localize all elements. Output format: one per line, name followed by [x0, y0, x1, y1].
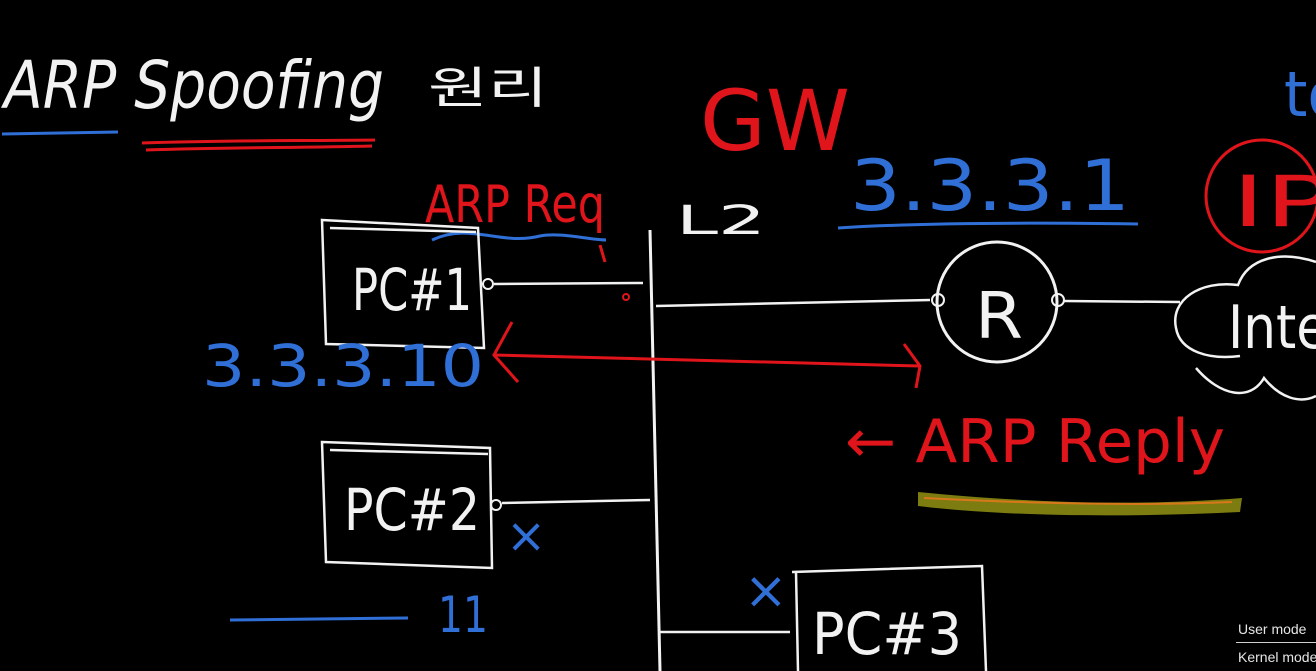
switch-port-dot: [622, 293, 630, 301]
partial-ip-label: IP: [1232, 161, 1316, 243]
arp-reply-label: ← ARP Reply: [845, 407, 1225, 477]
router-circle: [935, 240, 1059, 364]
title-underline-blue: [1, 130, 119, 136]
arp-request-tick: [598, 244, 607, 263]
pc2-ip-line: [229, 616, 409, 622]
pc3-group: PC#3 ×: [660, 561, 988, 671]
pc2-ip-fragment: 11: [438, 586, 488, 644]
pc2-port: [490, 499, 502, 511]
partial-ip-group: IP to: [1204, 58, 1316, 254]
internet-cloud: [1173, 255, 1316, 401]
partial-ip-circle: [1204, 138, 1316, 254]
router-port-right: [1051, 293, 1065, 307]
arp-request-underline: [431, 231, 607, 242]
router-internet-link: [1063, 299, 1181, 304]
spoof-arrow-head-right: [902, 343, 922, 389]
arp-reply-group: ← ARP Reply: [845, 407, 1242, 516]
arp-request-group: ARP Req: [425, 175, 607, 263]
pc1-ip: 3.3.3.10: [202, 332, 484, 400]
pc1-port: [482, 278, 494, 290]
title-group: ARP Spoofing 원리: [1, 47, 548, 152]
spoof-arrow-head-left: [492, 321, 520, 383]
pc1-link: [493, 281, 644, 286]
pc2-label: PC#2: [344, 476, 480, 544]
gateway-label: GW: [700, 72, 850, 170]
router-label: R: [975, 280, 1023, 354]
arp-reply-orange-line: [923, 497, 1233, 506]
user-mode-status: User mode: [1238, 621, 1307, 637]
spoof-arrow-line: [493, 353, 921, 368]
spoof-arrow-group: [492, 321, 922, 389]
arp-request-label: ARP Req: [425, 175, 605, 235]
pc2-cross: ×: [506, 508, 546, 564]
partial-top-right-text: to: [1284, 58, 1316, 131]
pc2-box: [320, 440, 494, 570]
internet-group: Inte: [1173, 255, 1316, 401]
pc1-box: [320, 218, 486, 350]
title-suffix: 원리: [428, 63, 548, 114]
title-text: ARP Spoofing: [1, 47, 384, 124]
pc2-link: [501, 498, 651, 505]
router-group: R: [931, 240, 1181, 364]
gateway-group: GW 3.3.3.1: [700, 72, 1139, 230]
internet-label: Inte: [1228, 293, 1316, 363]
pc1-label: PC#1: [352, 256, 472, 324]
status-divider: [1236, 642, 1316, 643]
gateway-ip-underline: [837, 221, 1139, 230]
pc1-group: PC#1 3.3.3.10: [202, 218, 644, 400]
kernel-mode-status: Kernel mode: [1238, 649, 1316, 665]
gateway-ip: 3.3.3.1: [850, 145, 1130, 227]
pc3-box: [791, 564, 988, 671]
switch-bus-line: [648, 229, 662, 671]
pc3-label: PC#3: [812, 600, 962, 668]
switch-label: L2: [676, 198, 766, 244]
title-underline-red: [141, 138, 376, 152]
pc2-group: PC#2 × 11: [229, 440, 651, 644]
router-port-left: [931, 293, 945, 307]
switch-router-link: [655, 298, 931, 308]
pc3-cross: ×: [744, 561, 788, 621]
switch-group: L2: [622, 198, 766, 671]
